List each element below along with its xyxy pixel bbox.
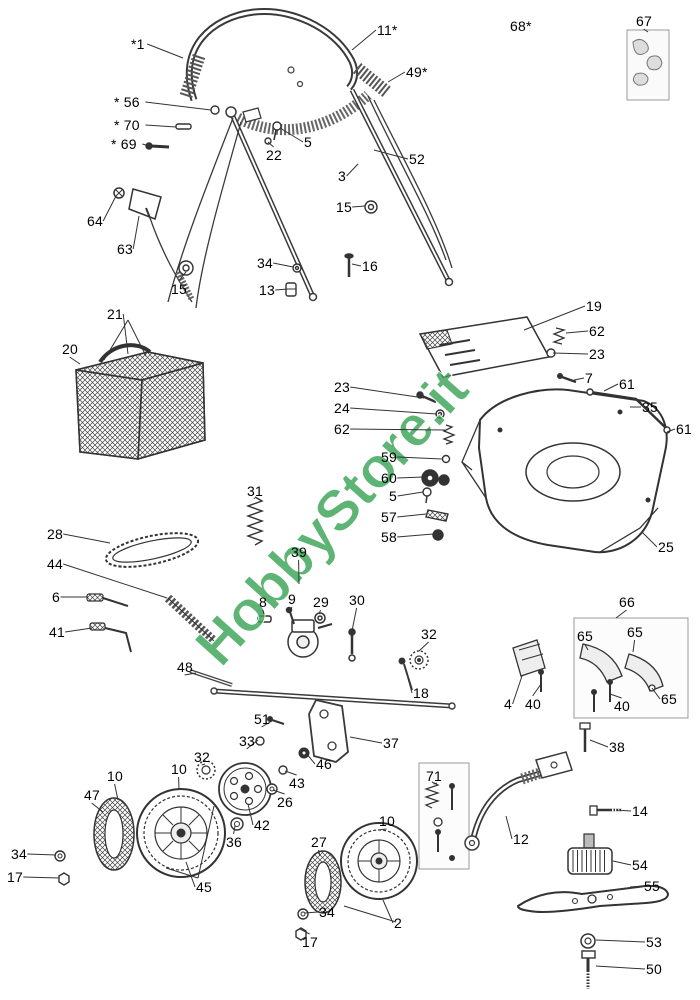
pin-70: [175, 123, 192, 130]
mid-fasteners: [416, 391, 456, 541]
washer-43: [278, 765, 288, 775]
spring-62-right: [551, 327, 567, 345]
pin-8: [257, 615, 272, 623]
handle-crossbar: [235, 90, 372, 136]
gear-32-left: [196, 760, 216, 780]
washer-53: [580, 933, 596, 949]
bolt-5: [272, 121, 282, 131]
bolt-9: [289, 611, 295, 625]
washer-26: [266, 783, 278, 795]
bolt-14-head: [589, 805, 598, 816]
throttle-lever: [113, 187, 162, 220]
leader-lines: [23, 28, 676, 970]
height-adjuster-kit: [512, 617, 689, 752]
brake-lever-assembly: [464, 751, 573, 851]
kit-box-71: [418, 762, 470, 870]
upper-handlebar: [179, 7, 393, 136]
rod-41: [89, 622, 106, 631]
deck-top-cover: [418, 316, 551, 378]
springs-and-rods: [86, 496, 265, 687]
top-fasteners: [145, 105, 378, 297]
center-wheel-group: [295, 822, 418, 941]
bolt-51: [271, 719, 285, 725]
adjuster-assembly: [257, 606, 356, 662]
blade-adapter-54: [567, 847, 613, 875]
axle-bracket-37: [308, 698, 349, 763]
lower-handle-tubes: [225, 88, 454, 302]
left-grip: [179, 53, 206, 99]
mower-deck: [461, 388, 668, 554]
washer-34-center: [297, 908, 309, 920]
bolt-18: [403, 663, 413, 691]
extra-leader-lines: [103, 319, 397, 923]
drive-belt: [104, 532, 200, 568]
control-cables: [149, 95, 453, 309]
left-wheel-group: [54, 716, 310, 886]
washer-36: [230, 817, 244, 831]
bolt-56: [210, 105, 220, 115]
grass-catcher-bag: [75, 343, 206, 461]
blade-group: [516, 805, 670, 989]
bolt-7: [561, 375, 577, 384]
bag-handle: [98, 343, 152, 364]
right-grip: [352, 62, 393, 99]
washer-22: [264, 137, 272, 145]
washer-34-left: [54, 850, 66, 862]
hardware-kit-box: [626, 29, 670, 101]
spring-31: [245, 496, 265, 546]
blade-55: [516, 884, 670, 914]
front-axle-assembly: [210, 650, 456, 763]
bolt-69: [150, 144, 170, 149]
bolt-50-head: [581, 950, 596, 959]
rod-6: [86, 593, 104, 602]
nut-17-left: [58, 872, 70, 886]
